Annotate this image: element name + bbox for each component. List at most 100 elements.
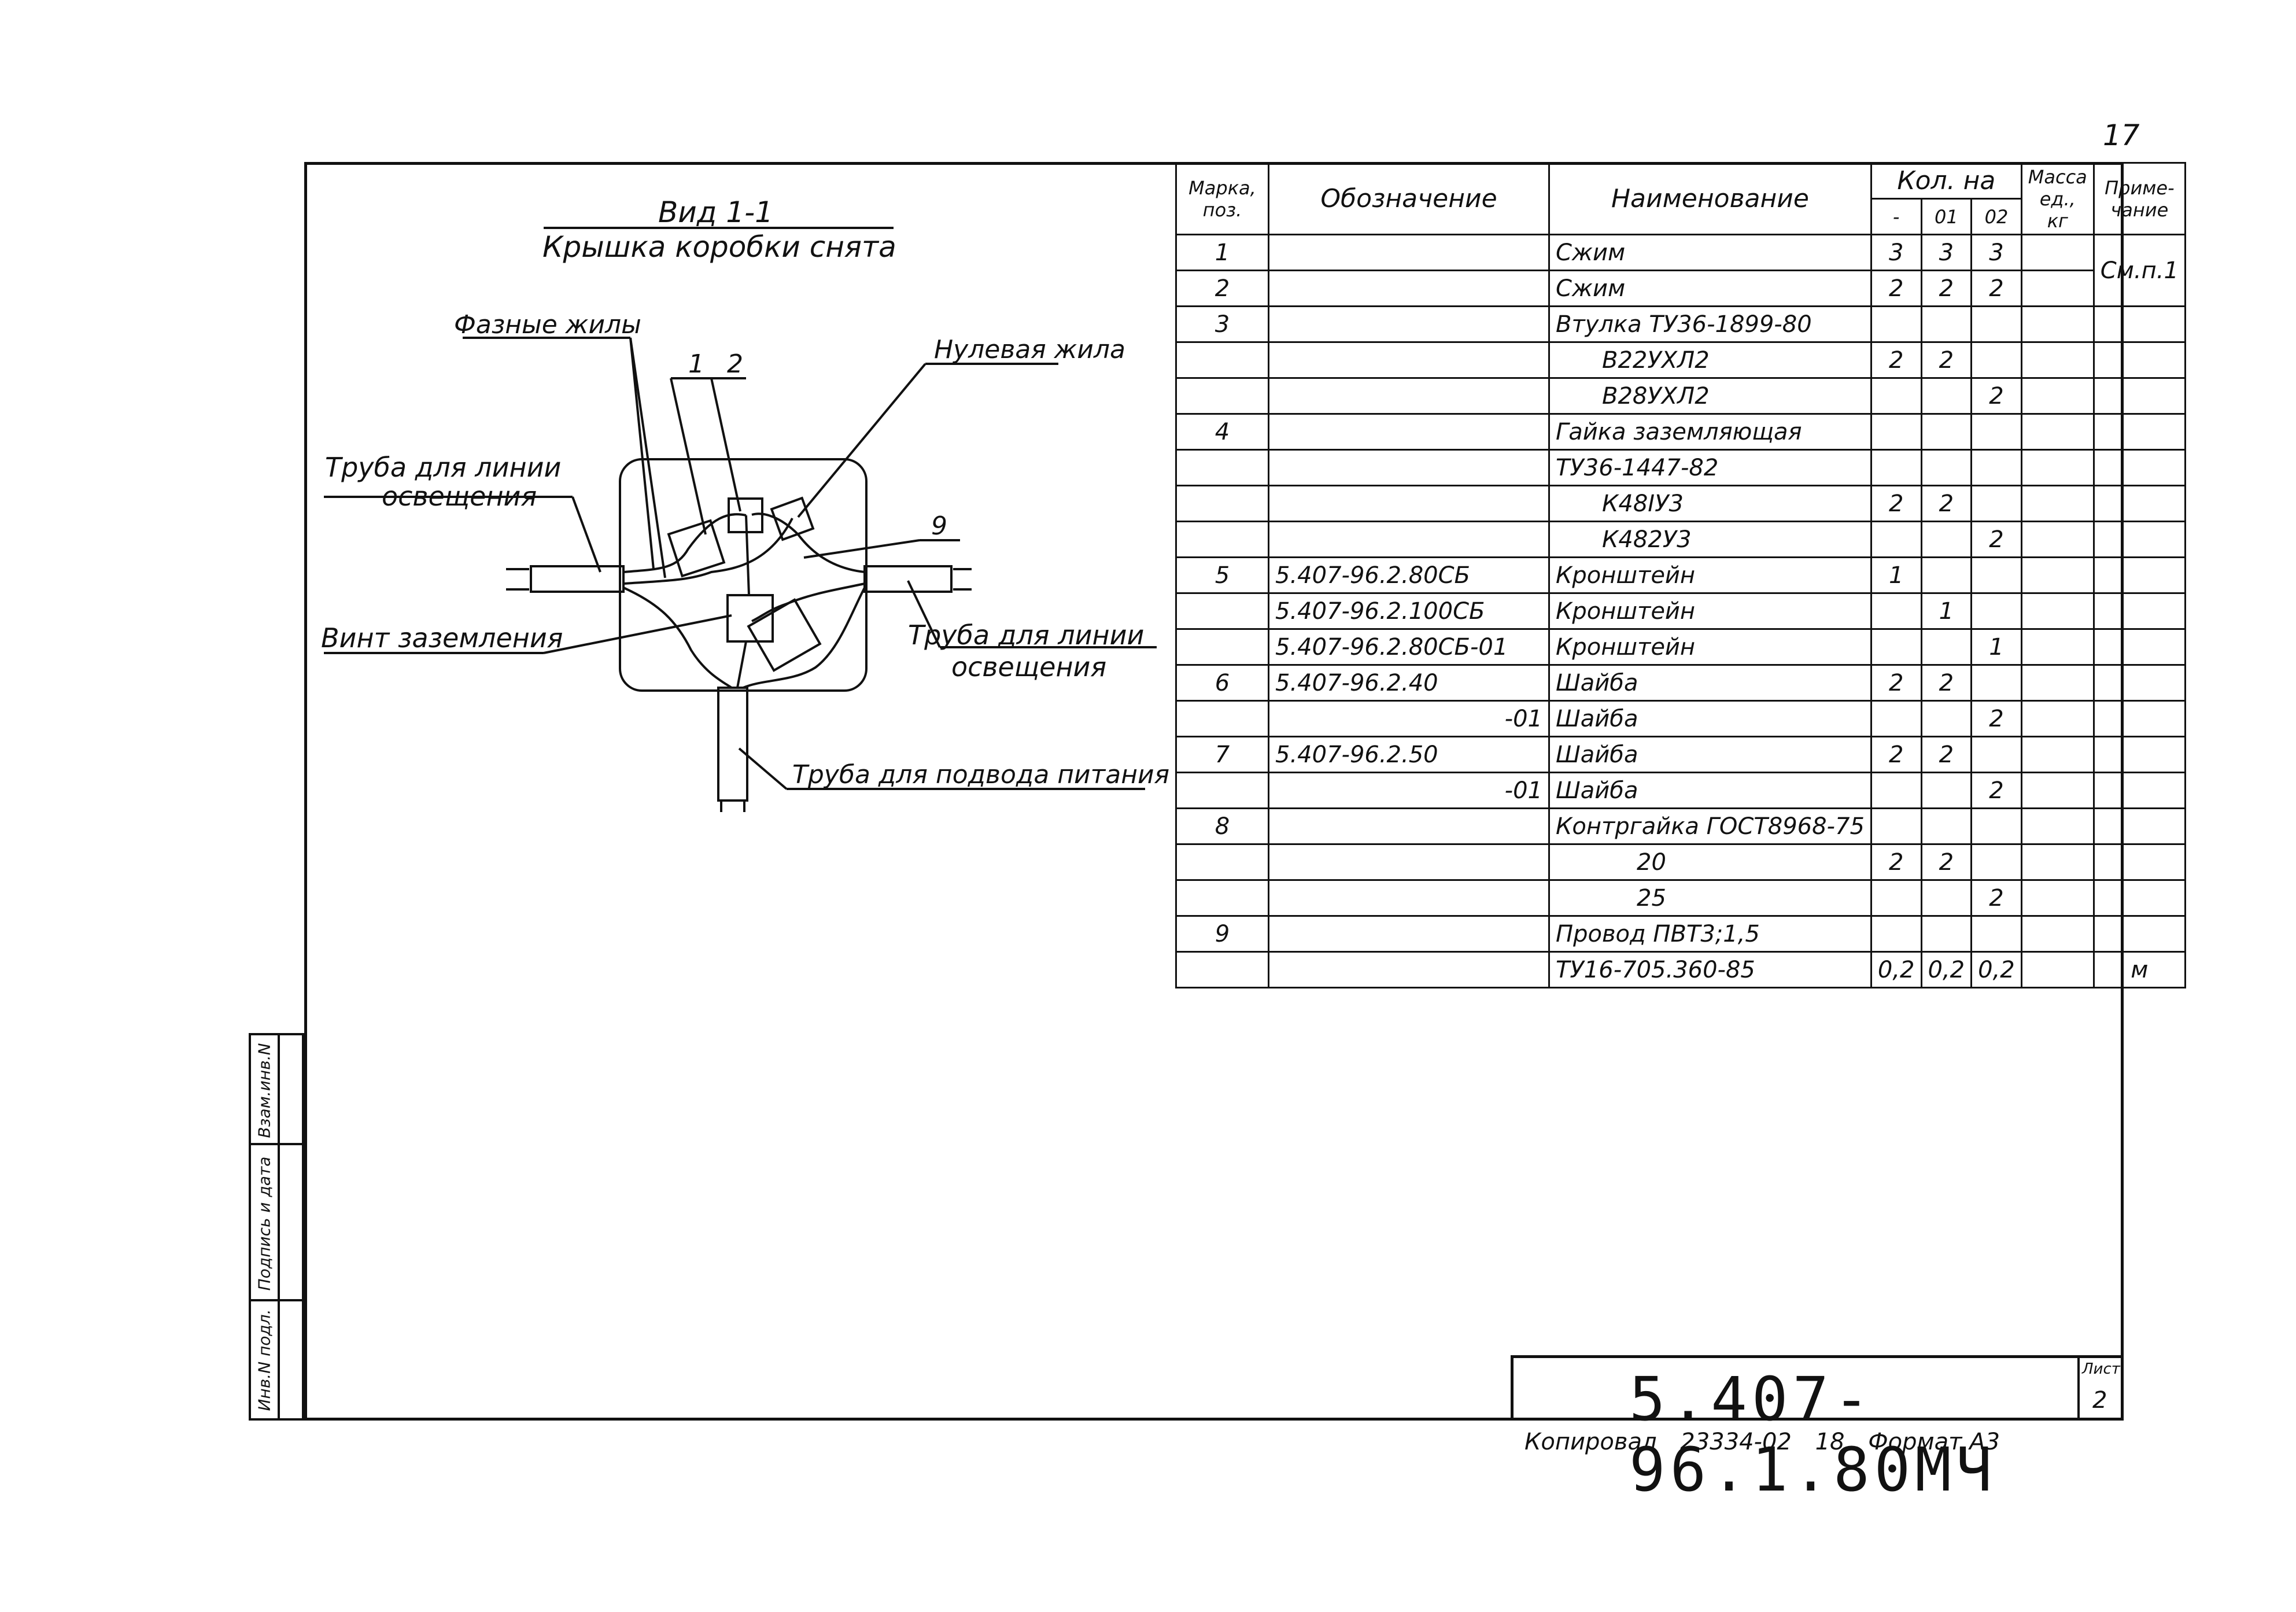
cell-mark [1175, 485, 1269, 522]
cell-mass [2020, 664, 2095, 702]
cell-note [2092, 485, 2186, 522]
cell-name: Кронштейн [1548, 556, 1872, 594]
cell-q1: 2 [1920, 843, 1973, 881]
cell-name: Контргайка ГОСТ8968-75 [1548, 807, 1872, 845]
cell-designation [1268, 413, 1550, 451]
cell-note [2092, 556, 2186, 594]
cell-designation [1268, 270, 1550, 307]
cell-q0: 2 [1870, 341, 1922, 379]
cell-name: Втулка ТУ36-1899-80 [1548, 305, 1872, 343]
leader-phase [629, 337, 655, 570]
cell-mass [2020, 843, 2095, 881]
cell-mark: 6 [1175, 664, 1269, 702]
cell-q0 [1870, 305, 1922, 343]
cell-q1 [1920, 413, 1973, 451]
label-left-pipe-1: Труба для линии [325, 452, 561, 483]
leader-right-pipe [907, 580, 941, 648]
label-right-pipe-2: освещения [951, 651, 1106, 683]
cell-q2: 0,2 [1970, 951, 2022, 988]
leader-bottom-pipe [738, 747, 788, 790]
table-header-row: - 01 02 [1176, 198, 2186, 235]
cell-mark: 5 [1175, 556, 1269, 594]
cell-q2 [1970, 843, 2022, 881]
cell-q0 [1870, 592, 1922, 630]
cell-mark [1175, 628, 1269, 666]
cell-note [2092, 700, 2186, 737]
cell-q0 [1870, 772, 1922, 809]
clamp-bottom-right [747, 598, 822, 672]
side-strip-cell [251, 1035, 302, 1145]
cell-name: Шайба [1548, 736, 1872, 773]
clamp-1 [667, 519, 726, 578]
wire [743, 587, 866, 689]
cell-name: Кронштейн [1548, 628, 1872, 666]
header-mark: Марка, поз. [1175, 162, 1269, 235]
cell-note [2092, 879, 2186, 917]
cell-note [2092, 915, 2186, 953]
cell-name: Шайба [1548, 772, 1872, 809]
cell-q0 [1870, 807, 1922, 845]
cell-mark: 8 [1175, 807, 1269, 845]
cell-designation [1268, 951, 1550, 988]
cell-q1: 0,2 [1920, 951, 1973, 988]
side-strip-divider [278, 1035, 280, 1418]
bottom-pipe [717, 687, 748, 802]
cell-note [2092, 592, 2186, 630]
leader-left-pipe [571, 496, 601, 573]
junction-box [619, 458, 868, 692]
leader-neutral [797, 363, 926, 518]
cell-note [2092, 377, 2186, 415]
cell-q2 [1970, 449, 2022, 486]
label-ground-screw: Винт заземления [321, 622, 563, 654]
leader-phase [629, 337, 666, 578]
right-pipe [863, 565, 953, 593]
cell-designation: 5.407-96.2.80СБ-01 [1268, 628, 1550, 666]
cell-mass [2020, 592, 2095, 630]
cell-mass [2020, 736, 2095, 773]
wire [623, 513, 747, 573]
footer-order: 23334-02 [1680, 1429, 1792, 1455]
cell-note [2092, 305, 2186, 343]
cell-note [2092, 449, 2186, 486]
cell-mass [2020, 485, 2095, 522]
cell-q0 [1870, 413, 1922, 451]
sheet-box: Лист 2 [2077, 1358, 2124, 1421]
label-pos1: 1 [688, 349, 704, 379]
cell-q0 [1870, 915, 1922, 953]
cell-q0 [1870, 377, 1922, 415]
cell-designation: 5.407-96.2.80СБ [1268, 556, 1550, 594]
cell-mass [2020, 879, 2095, 917]
cell-q2: 2 [1970, 700, 2022, 737]
cell-q2: 2 [1970, 270, 2022, 307]
cell-mark: 7 [1175, 736, 1269, 773]
cell-name: Кронштейн [1548, 592, 1872, 630]
clamp-center [726, 594, 774, 643]
cell-designation [1268, 521, 1550, 558]
specification-table: Марка, поз. Обозначение Наименование Кол… [1175, 162, 2186, 988]
cell-name: 25 [1548, 879, 1872, 917]
left-pipe [530, 565, 625, 593]
cell-designation [1268, 879, 1550, 917]
cell-mass [2020, 305, 2095, 343]
side-strip-label: Подпись и дата [254, 1156, 274, 1290]
cell-name: Провод ПВТ3;1,5 [1548, 915, 1872, 953]
cell-q2 [1970, 807, 2022, 845]
cell-mark [1175, 700, 1269, 737]
cell-mark [1175, 879, 1269, 917]
cell-name: 20 [1548, 843, 1872, 881]
cell-q1: 2 [1920, 485, 1973, 522]
footer-copied: Копировал [1524, 1429, 1657, 1455]
cell-q1 [1920, 807, 1973, 845]
cell-mass [2020, 234, 2095, 271]
cell-q0: 2 [1870, 843, 1922, 881]
title-block: 5.407-96.1.80МЧ Лист 2 [1511, 1355, 2124, 1505]
